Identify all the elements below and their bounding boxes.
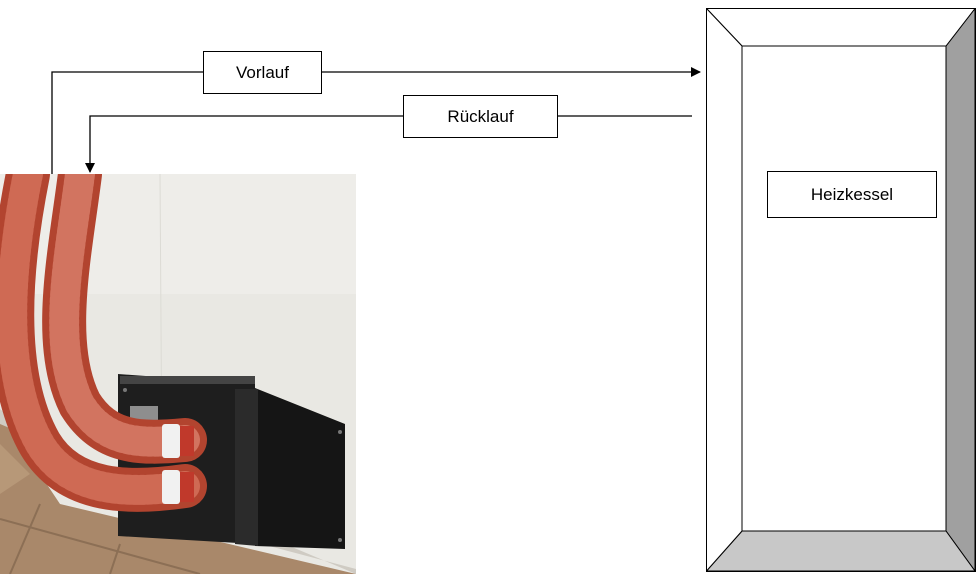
flow-label: Vorlauf — [203, 51, 322, 94]
boiler-box — [706, 8, 976, 572]
return-label: Rücklauf — [403, 95, 558, 138]
return-line — [85, 115, 692, 173]
boiler-bevel-right — [945, 8, 976, 572]
boiler-bevel-bottom — [706, 530, 976, 572]
red-hoses — [0, 174, 207, 512]
photo-floor — [0, 414, 356, 574]
boiler-label: Heizkessel — [767, 171, 937, 218]
hose-clamps — [162, 424, 194, 504]
flow-line — [51, 67, 701, 174]
hose-connection-photo — [0, 174, 356, 574]
